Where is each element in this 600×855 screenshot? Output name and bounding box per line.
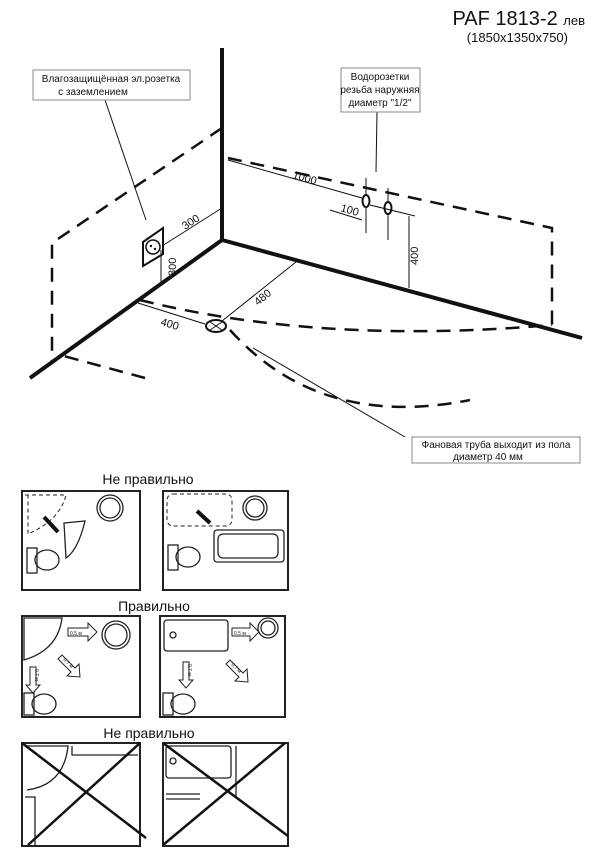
dim-300-vertical: 300 — [167, 258, 179, 276]
heading-right: Правильно — [118, 598, 190, 614]
distance-label: 0.7 м — [33, 669, 39, 681]
heading-wrong-1: Не правильно — [102, 471, 193, 487]
plan-right-bath: 0.5 м 0.7 м 0.7 м — [159, 615, 286, 718]
plan-wrong-crossed-corner — [21, 742, 147, 847]
distance-label: 0.7 м — [186, 664, 192, 676]
distance-label: 0.5 м — [70, 631, 82, 637]
water-outlets-icon — [361, 178, 393, 240]
svg-text:диаметр "1/2": диаметр "1/2" — [348, 98, 411, 109]
plan-wrong-corner — [21, 490, 141, 591]
svg-text:с заземлением: с заземлением — [58, 87, 128, 98]
dimension-lines — [104, 99, 416, 438]
svg-text:диаметр 40 мм: диаметр 40 мм — [453, 452, 523, 463]
svg-text:резьба наружняя: резьба наружняя — [340, 84, 419, 96]
dim-400-height: 400 — [409, 247, 421, 265]
heading-wrong-2: Не правильно — [103, 725, 194, 741]
svg-text:Фановая труба выходит из пола: Фановая труба выходит из пола — [422, 439, 571, 451]
svg-text:Влагозащищённая эл.розетка: Влагозащищённая эл.розетка — [42, 74, 181, 85]
dim-400: 400 — [159, 316, 180, 333]
plan-wrong-bath — [162, 490, 289, 591]
dim-1000: 1000 — [291, 169, 318, 187]
dim-300-horizontal: 300 — [180, 212, 202, 232]
drain-callout: Фановая труба выходит из пола диаметр 40… — [411, 436, 581, 464]
plan-right-corner: 0.5 м 0.7 м 0.7 м — [21, 615, 141, 718]
socket-icon — [142, 226, 164, 268]
socket-callout: Влагозащищённая эл.розетка с заземлением — [32, 69, 191, 101]
water-callout: Водорозетки резьба наружняя диаметр "1/2… — [340, 67, 421, 113]
svg-text:Водорозетки: Водорозетки — [351, 72, 410, 83]
dim-100: 100 — [339, 202, 360, 219]
model-dimensions: (1850x1350x750) — [467, 30, 568, 45]
dim-480: 480 — [252, 287, 274, 308]
drain-icon — [205, 319, 227, 333]
plan-wrong-crossed-bath — [162, 741, 289, 847]
walls — [28, 48, 583, 409]
model-title: PAF 1813-2 лев — [452, 8, 585, 30]
distance-label: 0.5 м — [234, 631, 246, 637]
